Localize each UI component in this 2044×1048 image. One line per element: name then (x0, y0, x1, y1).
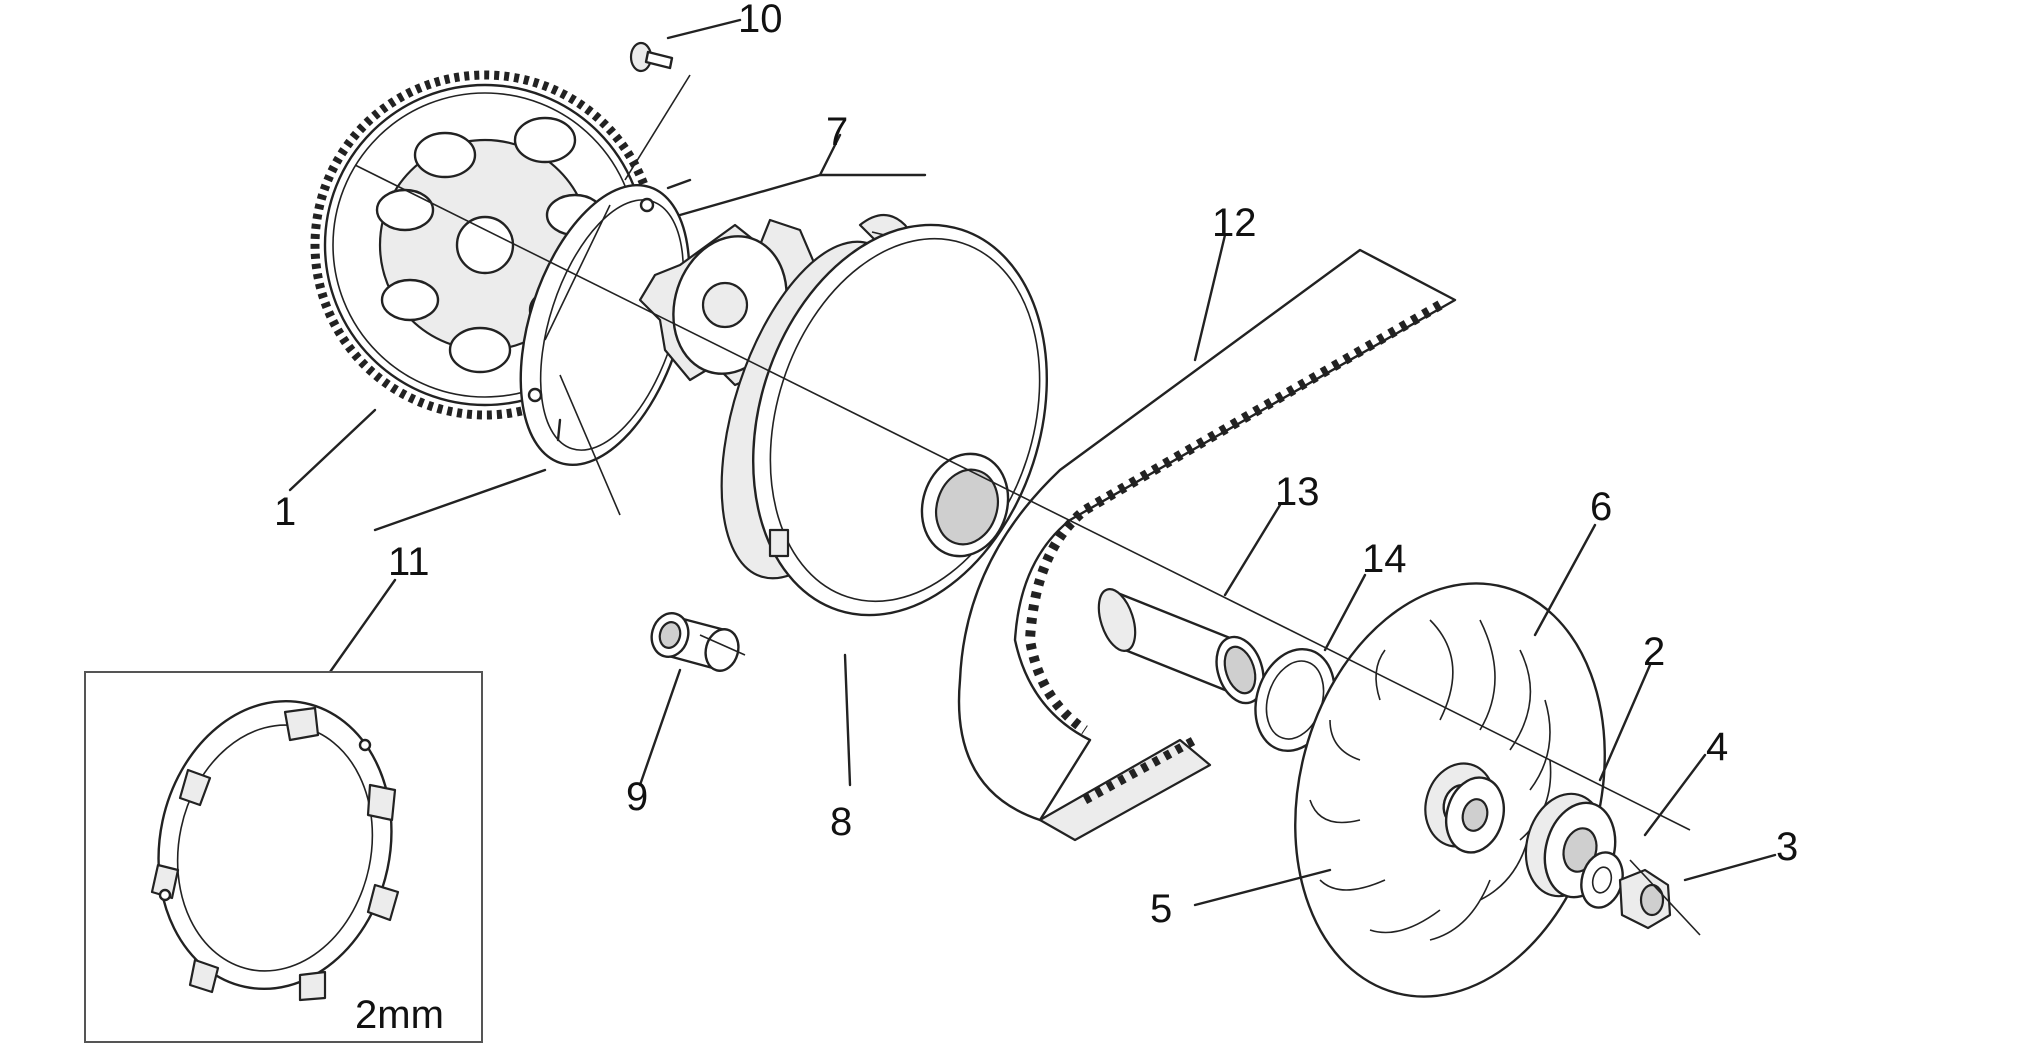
roller-icon (650, 612, 740, 672)
hex-nut-icon (1618, 868, 1672, 930)
bushing-icon (1097, 588, 1265, 705)
part-number-labels: 1 2 3 4 5 6 7 8 9 10 11 12 13 14 (274, 0, 1798, 931)
part-label-6: 6 (1590, 485, 1612, 529)
inset-detail-box: 2mm (84, 671, 483, 1043)
claw-nut-icon (1524, 792, 1617, 899)
screw-icon (629, 41, 674, 73)
part-label-11: 11 (388, 540, 430, 584)
fan-pulley-icon (1294, 582, 1606, 998)
part-label-5: 5 (1150, 887, 1172, 931)
part-label-1: 1 (274, 490, 296, 534)
part-label-7: 7 (826, 110, 848, 154)
part-label-8: 8 (830, 800, 852, 844)
spring-ring-icon (519, 178, 692, 467)
belt-icon (957, 248, 1457, 842)
part-label-10: 10 (738, 0, 783, 41)
part-label-14: 14 (1362, 537, 1407, 581)
part-label-3: 3 (1776, 825, 1798, 869)
part-label-9: 9 (626, 775, 648, 819)
part-label-13: 13 (1275, 470, 1320, 514)
part-label-4: 4 (1706, 725, 1728, 769)
leader-lines (288, 18, 1777, 907)
part-label-12: 12 (1212, 201, 1257, 245)
part-label-2: 2 (1643, 630, 1665, 674)
assembly-axis-lines (354, 74, 1701, 936)
flat-washer-icon (1445, 776, 1505, 854)
inset-size-label: 2mm (355, 993, 444, 1037)
pulley-disc-icon (720, 223, 1048, 617)
